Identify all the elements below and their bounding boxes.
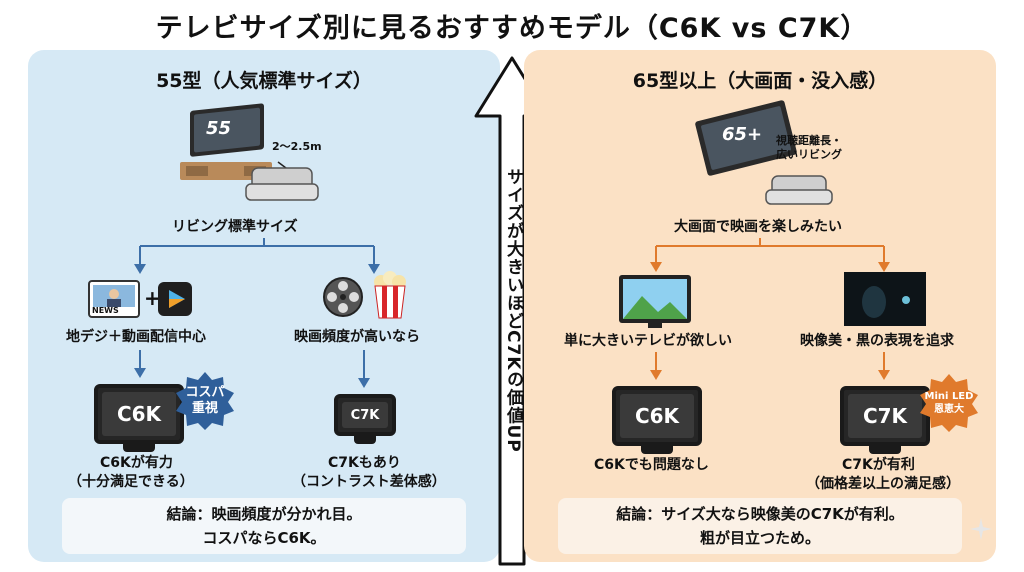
miniled-badge: Mini LED 恩恵大 <box>920 374 978 432</box>
right-c7k-model-label: C7K <box>848 394 922 438</box>
c7k-model-label: C7K <box>342 402 388 428</box>
sparkle-icon <box>970 518 992 540</box>
right-c6k-model-label: C6K <box>620 394 694 438</box>
right-branch2-label: 映像美・黒の表現を追求 <box>800 333 954 349</box>
branch1-label: 地デジ＋動画配信中心 <box>66 329 206 345</box>
tv-c7k: C7K <box>334 394 396 444</box>
left-conclusion-line1: 結論：映画頻度が分かれ目。 <box>166 505 362 523</box>
cospa-badge: コスパ 重視 <box>176 372 234 430</box>
sofa-icon <box>245 167 319 201</box>
right-heading: 65型以上（大画面・没入感） <box>632 70 888 92</box>
right-conclusion-line1: 結論：サイズ大なら映像美のC7Kが有利。 <box>616 505 904 523</box>
miniled-badge-text: Mini LED 恩恵大 <box>924 391 974 415</box>
viewing-distance-line2: 広いリビング <box>776 148 842 161</box>
left-branch-arrows <box>134 238 380 388</box>
c6k-model-label: C6K <box>102 392 176 436</box>
tv-cabinet-illustration <box>180 103 272 180</box>
center-arrow-text: サイズが大きいほどC7Kの価値UP <box>503 168 523 453</box>
sofa-icon-right <box>765 175 833 205</box>
right-branch2-result1: C7Kが有利 <box>842 457 915 473</box>
panel-65-inch: 65型以上（大画面・没入感） 65+ 視聴距離長・ 広いリビング 大画面で映画を… <box>524 50 996 562</box>
right-conclusion: 結論：サイズ大なら映像美のC7Kが有利。 粗が目立つため。 <box>558 498 962 554</box>
right-conclusion-line2: 粗が目立つため。 <box>699 529 820 547</box>
tv-size-label-55: 55 <box>206 118 232 139</box>
viewing-distance: 2〜2.5m <box>272 140 322 153</box>
right-branch1-result1: C6Kでも問題なし <box>594 457 709 473</box>
film-reel-icon <box>323 277 363 317</box>
right-caption: 大画面で映画を楽しみたい <box>674 219 842 235</box>
plus-sign: + <box>144 286 161 310</box>
news-label: NEWS <box>92 306 119 315</box>
landscape-tv-icon <box>619 275 691 328</box>
popcorn-icon <box>374 271 406 319</box>
cospa-badge-shape <box>176 372 234 430</box>
branch2-label: 映画頻度が高いなら <box>294 329 420 345</box>
right-branch2-result2: （価格差以上の満足感） <box>806 476 960 492</box>
branch1-result2: （十分満足できる） <box>68 474 194 490</box>
left-conclusion-line2: コスパならC6K。 <box>202 529 326 547</box>
cospa-badge-text: コスパ 重視 <box>185 385 225 416</box>
tv-c6k: C6K <box>94 384 184 452</box>
branch2-result2: （コントラスト差体感） <box>292 474 446 490</box>
branch1-result1: C6Kが有力 <box>100 455 173 471</box>
right-branch1-label: 単に大きいテレビが欲しい <box>564 333 732 349</box>
news-tv-icon <box>88 280 140 318</box>
tv-size-label-65: 65+ <box>722 124 763 145</box>
dark-movie-scene-icon <box>844 272 926 326</box>
viewing-distance-line1: 視聴距離長・ <box>776 134 842 147</box>
page-title: テレビサイズ別に見るおすすめモデル（C6K vs C7K） <box>155 13 869 44</box>
left-conclusion: 結論：映画頻度が分かれ目。 コスパならC6K。 <box>62 498 466 554</box>
streaming-play-icon <box>158 282 192 316</box>
right-branch-arrows <box>650 238 890 380</box>
tv-c7k-right: C7K <box>840 386 930 454</box>
big-tv-illustration <box>695 100 797 176</box>
panel-55-inch: 55型（人気標準サイズ） 55 2〜2.5m リビング標準サイズ NEWS <box>28 50 500 562</box>
left-heading: 55型（人気標準サイズ） <box>156 70 372 92</box>
left-caption: リビング標準サイズ <box>172 219 298 235</box>
branch2-result1: C7Kもあり <box>328 455 401 471</box>
miniled-badge-shape <box>920 374 978 432</box>
tv-c6k-right: C6K <box>612 386 702 454</box>
